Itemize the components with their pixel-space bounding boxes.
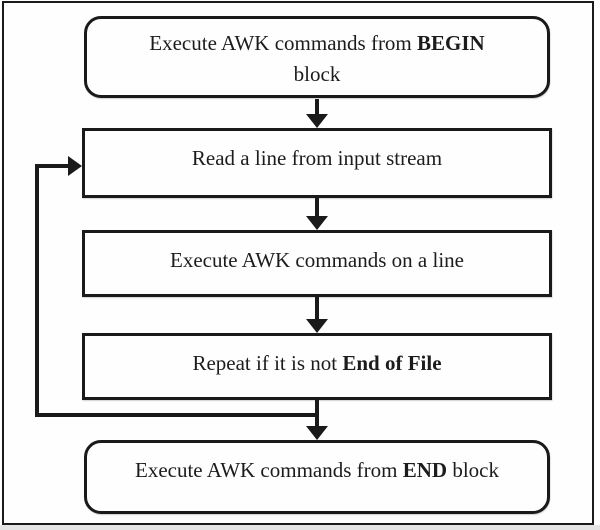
node-repeat-until-eof: Repeat if it is not End of File — [82, 333, 552, 400]
arrow-read-to-execute-head-icon — [306, 216, 328, 230]
loopback-bottom-line — [35, 413, 319, 417]
node-text: Read a line from input stream — [191, 146, 443, 170]
node-text-line: Execute AWK commands from BEGIN — [149, 31, 485, 55]
node-text-line: block — [293, 62, 341, 86]
loopback-top-line — [35, 164, 69, 168]
node-execute-on-line: Execute AWK commands on a line — [82, 230, 552, 297]
arrow-execute-to-repeat-head-icon — [306, 319, 328, 333]
arrow-begin-to-read-head-icon — [306, 114, 328, 128]
node-read-line: Read a line from input stream — [82, 128, 552, 198]
loopback-vertical-line — [35, 164, 39, 417]
loopback-arrow-head-icon — [68, 156, 82, 176]
node-end-block: Execute AWK commands from END block — [84, 440, 550, 514]
bottom-edge-strip — [0, 525, 600, 530]
arrow-read-to-execute-line — [315, 198, 319, 217]
arrow-repeat-to-end-head-icon — [306, 426, 328, 440]
node-text: Execute AWK commands on a line — [170, 248, 464, 272]
outer-border — [2, 1, 594, 525]
arrow-execute-to-repeat-line — [315, 297, 319, 320]
node-text: Execute AWK commands from END block — [135, 458, 499, 482]
arrow-begin-to-read-line — [315, 99, 319, 116]
node-begin-block: Execute AWK commands from BEGIN block — [84, 16, 550, 98]
node-text: Repeat if it is not End of File — [192, 351, 442, 375]
